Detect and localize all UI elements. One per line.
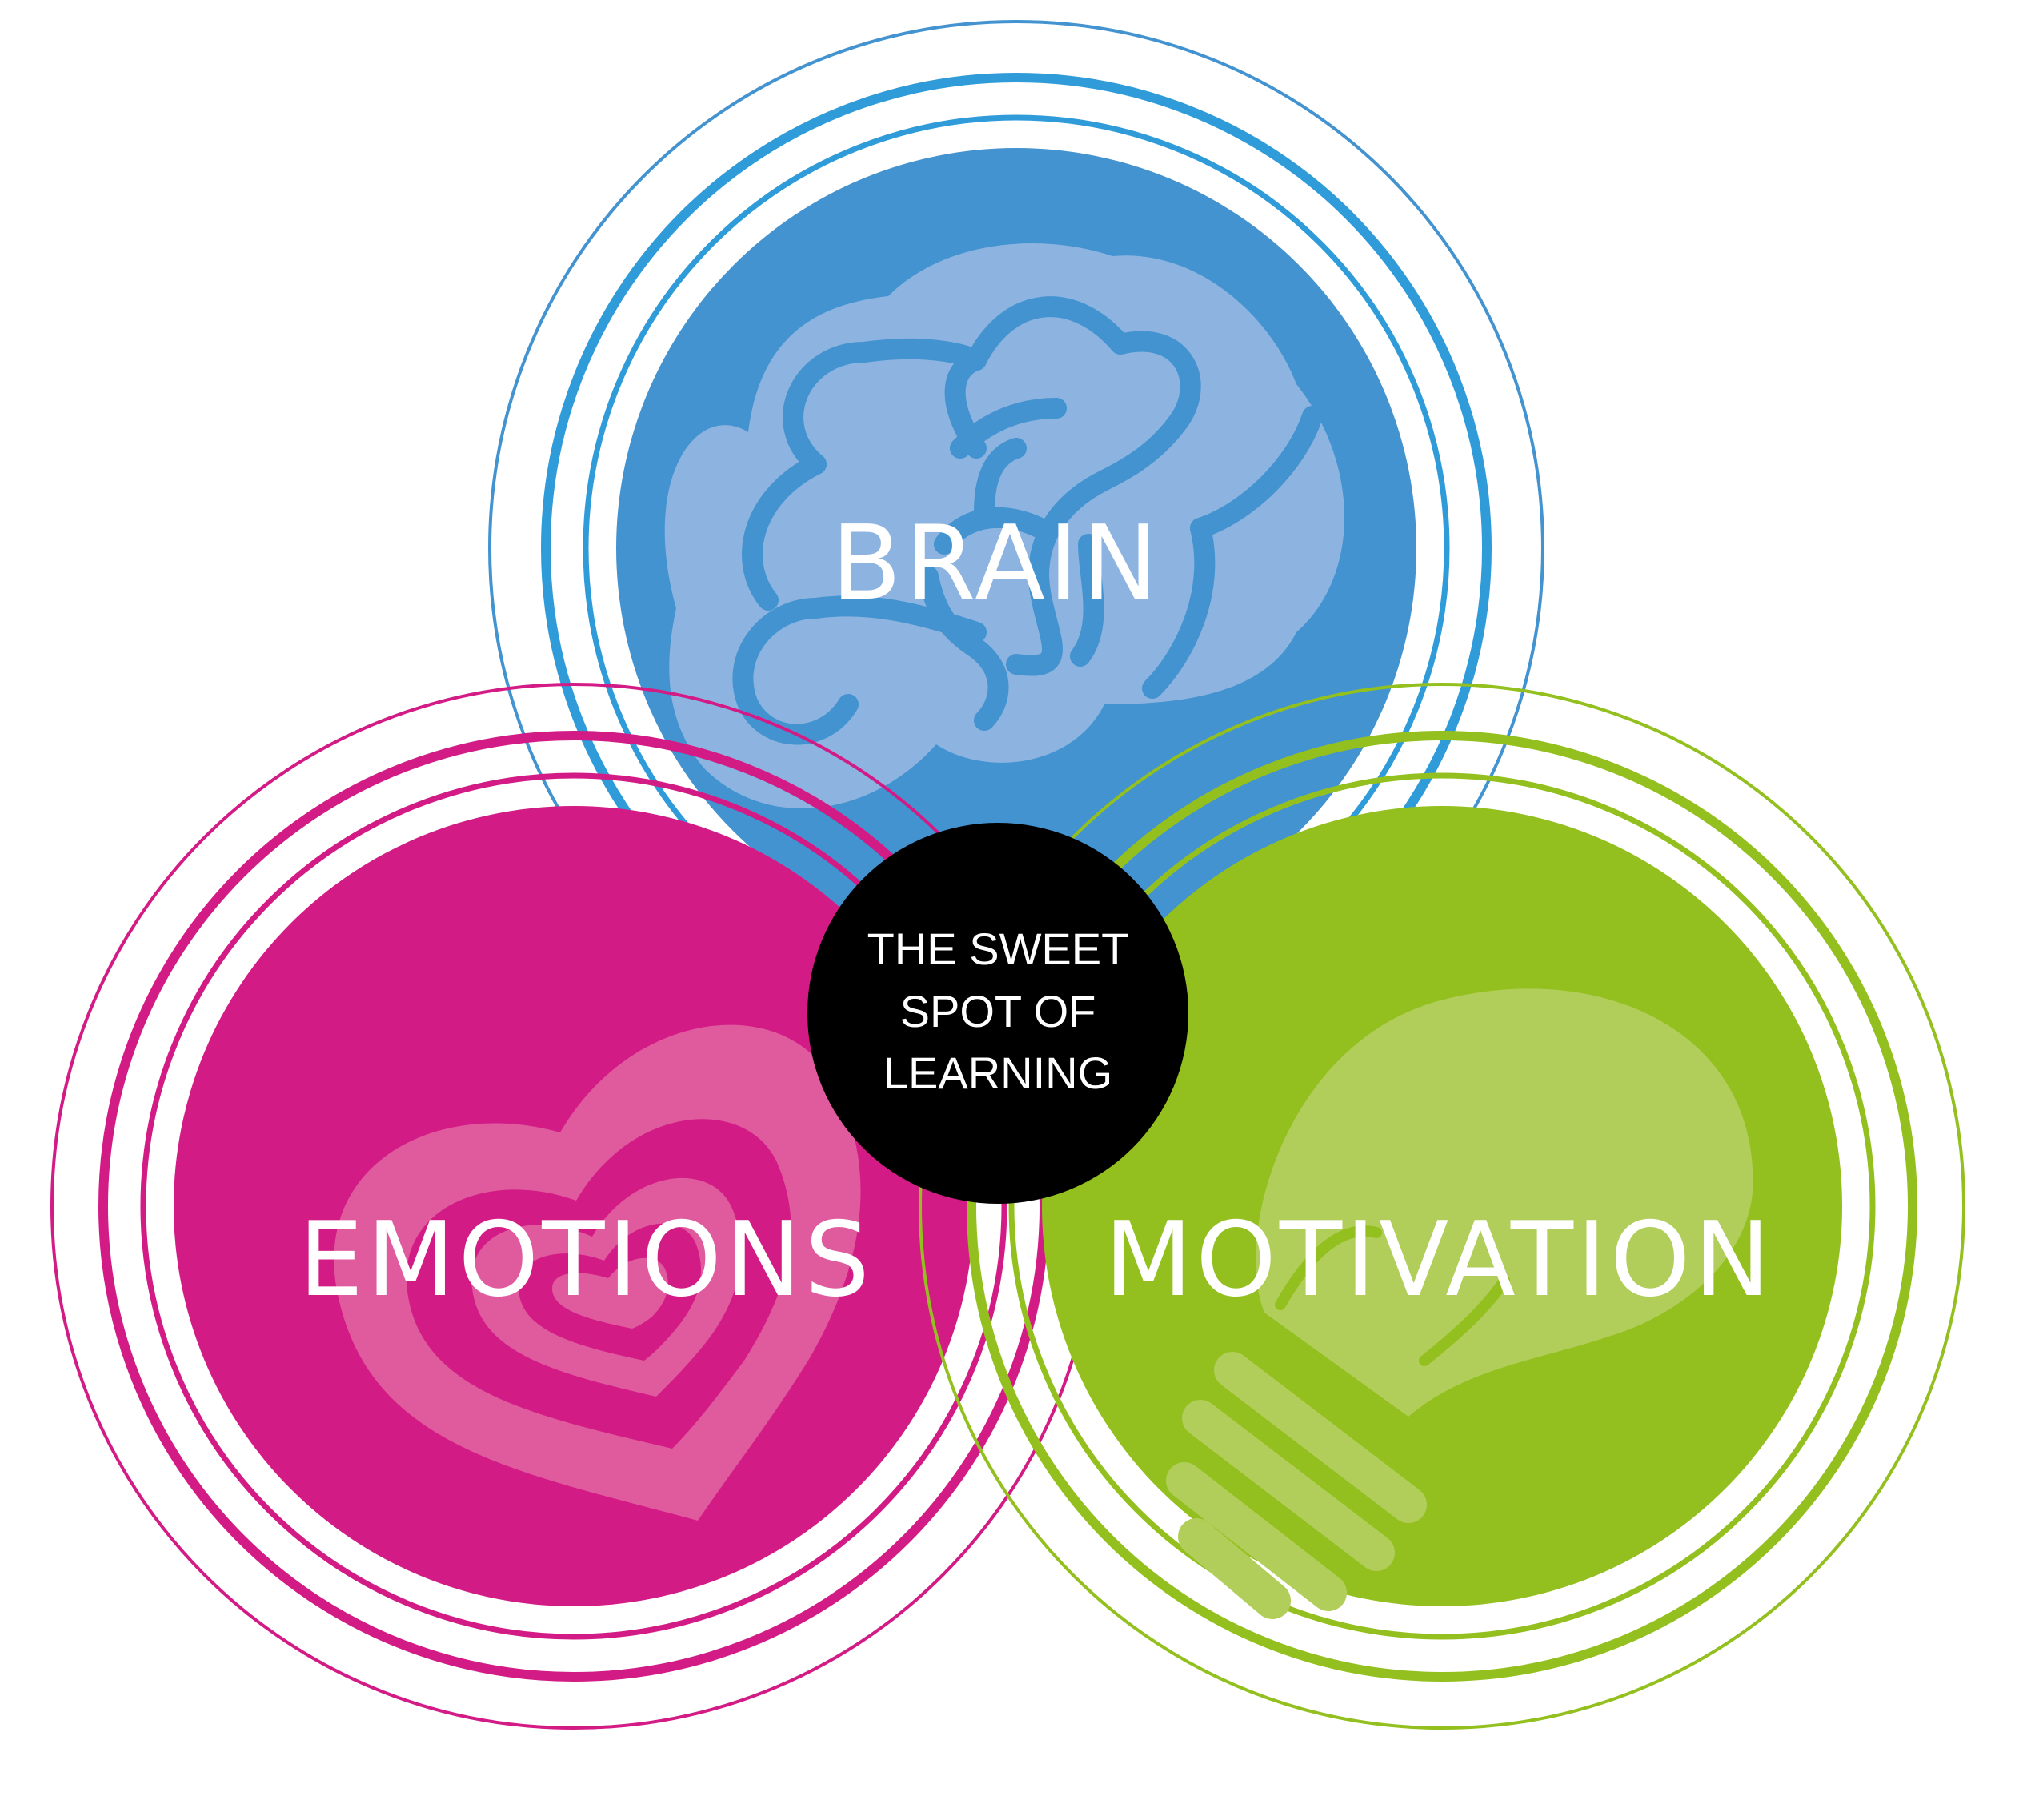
motivation-label: MOTIVATION	[1104, 1201, 1774, 1320]
center-group: THE SWEET SPOT OF LEARNING	[807, 823, 1188, 1204]
emotions-label: EMOTIONS	[298, 1201, 873, 1320]
center-line-2: SPOT OF	[900, 986, 1096, 1036]
emotions-circle-group: EMOTIONS	[50, 683, 1097, 1730]
center-line-1: THE SWEET	[867, 924, 1129, 974]
brain-icon	[664, 243, 1344, 809]
center-line-3: LEARNING	[883, 1048, 1112, 1098]
brain-circle-group: BRAIN	[488, 20, 1544, 1076]
motivation-circle-group: MOTIVATION	[919, 683, 1965, 1730]
center-disc	[807, 823, 1188, 1204]
motivation-middle-ring	[967, 731, 1917, 1682]
brain-label: BRAIN	[831, 504, 1162, 623]
heart-icon	[334, 1024, 861, 1521]
motivation-outer-ring	[919, 683, 1965, 1730]
motivation-inner-ring	[1008, 772, 1876, 1640]
lightbulb-icon	[1166, 988, 1753, 1619]
emotions-inner-ring	[140, 772, 1007, 1640]
